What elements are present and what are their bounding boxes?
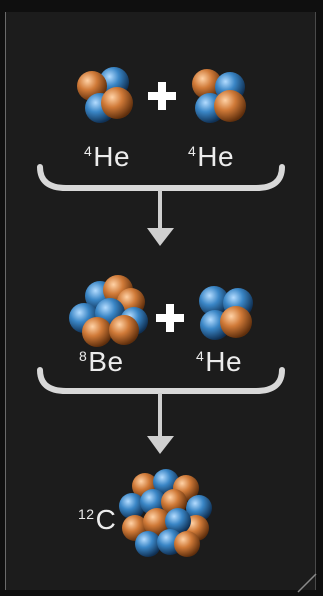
helium-4-nucleus-1: [77, 67, 133, 123]
helium-4-nucleus-3: [199, 286, 253, 340]
down-arrow-2: [147, 393, 174, 454]
plus-sign-1: [148, 82, 176, 110]
corner-mark: [297, 573, 317, 593]
down-arrow-1: [147, 190, 174, 246]
helium-4-label-1: 4He: [84, 141, 131, 172]
combine-bracket-2: [37, 367, 285, 394]
carbon-12-label: 12C: [78, 504, 117, 535]
beryllium-8-nucleus: [69, 275, 148, 347]
helium-4-label-3: 4He: [196, 346, 243, 377]
plus-sign-2: [156, 304, 184, 332]
helium-4-nucleus-2: [192, 69, 246, 123]
combine-bracket-1: [37, 164, 285, 191]
carbon-12-nucleus: [119, 469, 212, 557]
beryllium-8-label: 8Be: [79, 346, 124, 377]
helium-4-label-2: 4He: [188, 141, 235, 172]
